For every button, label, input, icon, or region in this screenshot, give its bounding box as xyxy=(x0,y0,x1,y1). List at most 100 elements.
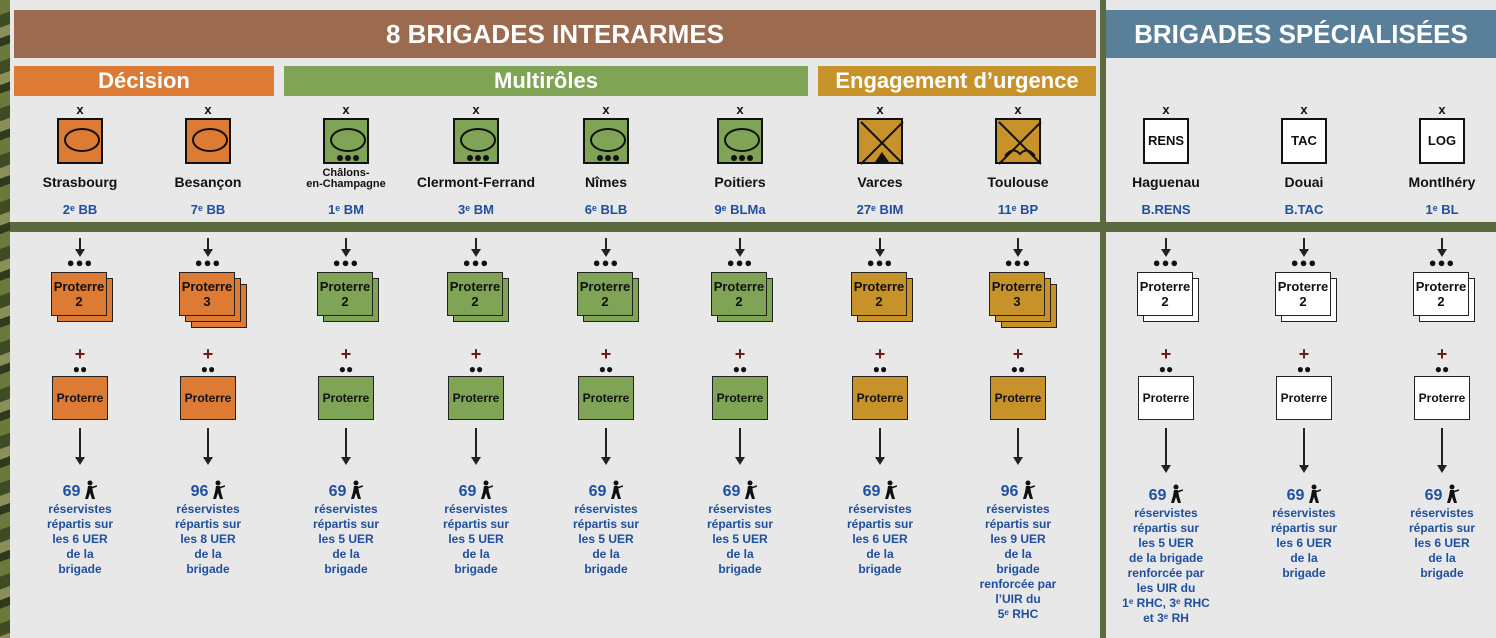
echelon-marker: x xyxy=(876,102,884,117)
plus-icon: + xyxy=(1160,344,1172,364)
reservist-count-value: 69 xyxy=(1424,487,1443,504)
proterre-single-label: Proterre xyxy=(716,391,764,405)
brigade-symbol-icon xyxy=(323,118,369,164)
reservist-description: réservistes répartis sur les 5 UER de la… xyxy=(706,502,774,576)
brigade-city: Besançon xyxy=(174,174,242,190)
proterre-single-card: Proterre xyxy=(180,376,236,420)
brigade-symbol-icon xyxy=(717,118,763,164)
reservist-description: réservistes répartis sur les 6 UER de la… xyxy=(846,502,914,576)
reservist-description: réservistes répartis sur les 6 UER de la… xyxy=(46,502,114,576)
two-dots-marker: ●● xyxy=(468,362,484,376)
proterre-label: Proterre xyxy=(181,279,233,294)
reservist-count: 69 xyxy=(1239,484,1369,505)
proterre-single-card: Proterre xyxy=(1276,376,1332,420)
arrow-down-icon xyxy=(1013,238,1023,257)
arrow-down-icon xyxy=(601,238,611,257)
group-decision-banner: Décision xyxy=(14,66,274,96)
arrow-down-icon xyxy=(1299,428,1309,473)
brigade-unit: 27ᵉ BIM xyxy=(856,202,904,217)
two-dots-marker: ●● xyxy=(200,362,216,376)
reservist-count-value: 69 xyxy=(458,483,477,500)
brigade-symbol-icon xyxy=(57,118,103,164)
soldier-icon xyxy=(481,480,494,499)
arrow-down-icon xyxy=(735,238,745,257)
plus-icon: + xyxy=(734,344,746,364)
group-multiroles-banner: Multirôles xyxy=(284,66,808,96)
proterre-single-card: Proterre xyxy=(1138,376,1194,420)
proterre-single-card: Proterre xyxy=(990,376,1046,420)
proterre-count: 3 xyxy=(203,294,211,309)
proterre-single-card: Proterre xyxy=(448,376,504,420)
reservist-count-value: 69 xyxy=(62,483,81,500)
arrow-down-icon xyxy=(1013,428,1023,465)
brigade-symbol-text: TAC xyxy=(1291,133,1317,148)
proterre-label: Proterre xyxy=(991,279,1043,294)
reservist-count: 69 xyxy=(281,480,411,501)
three-dots-marker: ●●● xyxy=(726,255,754,270)
arrow-down-icon xyxy=(1299,238,1309,257)
brigade-symbol-icon xyxy=(583,118,629,164)
soldier-icon xyxy=(1171,484,1184,503)
soldier-icon xyxy=(745,480,758,499)
brigade-unit: 3ᵉ BM xyxy=(458,202,494,217)
plus-icon: + xyxy=(1436,344,1448,364)
echelon-marker: x xyxy=(736,102,744,117)
three-dots-marker: ●●● xyxy=(1004,255,1032,270)
brigade-city: Nîmes xyxy=(584,174,628,190)
reservist-count: 69 xyxy=(815,480,945,501)
soldier-icon xyxy=(213,480,226,499)
brigade-symbol-icon xyxy=(453,118,499,164)
proterre-single-label: Proterre xyxy=(1142,391,1190,405)
proterre-single-label: Proterre xyxy=(582,391,630,405)
brigade-city: Toulouse xyxy=(987,174,1049,190)
two-dots-marker: ●● xyxy=(1158,362,1174,376)
reservist-description: réservistes répartis sur les 5 UER de la… xyxy=(1122,506,1210,625)
plus-icon: + xyxy=(202,344,214,364)
three-dots-marker: ●●● xyxy=(462,255,490,270)
interarmes-banner: 8 BRIGADES INTERARMES xyxy=(14,10,1096,58)
echelon-marker: x xyxy=(342,102,350,117)
three-dots-marker: ●●● xyxy=(332,255,360,270)
echelon-marker: x xyxy=(472,102,480,117)
arrow-down-icon xyxy=(601,428,611,465)
proterre-count: 3 xyxy=(1013,294,1021,309)
brigade-city: Haguenau xyxy=(1132,174,1200,190)
brigade-unit: 7ᵉ BB xyxy=(190,202,226,217)
plus-icon: + xyxy=(340,344,352,364)
proterre-single-card: Proterre xyxy=(852,376,908,420)
camouflage-border xyxy=(0,0,10,638)
proterre-count: 2 xyxy=(601,294,609,309)
proterre-count: 2 xyxy=(1437,294,1445,309)
echelon-marker: x xyxy=(1300,102,1308,117)
reservist-description: réservistes répartis sur les 9 UER de la… xyxy=(979,502,1057,621)
reservist-count: 69 xyxy=(15,480,145,501)
brigade-city: Poitiers xyxy=(714,174,766,190)
reservist-description: réservistes répartis sur les 8 UER de la… xyxy=(174,502,242,576)
reservist-count: 96 xyxy=(143,480,273,501)
three-dots-marker: ●●● xyxy=(592,255,620,270)
soldier-icon xyxy=(85,480,98,499)
soldier-icon xyxy=(1023,480,1036,499)
echelon-marker: x xyxy=(76,102,84,117)
two-dots-marker: ●● xyxy=(338,362,354,376)
arrow-down-icon xyxy=(735,428,745,465)
reservist-count: 69 xyxy=(541,480,671,501)
two-dots-marker: ●● xyxy=(598,362,614,376)
proterre-count: 2 xyxy=(75,294,83,309)
arrow-down-icon xyxy=(1437,428,1447,473)
